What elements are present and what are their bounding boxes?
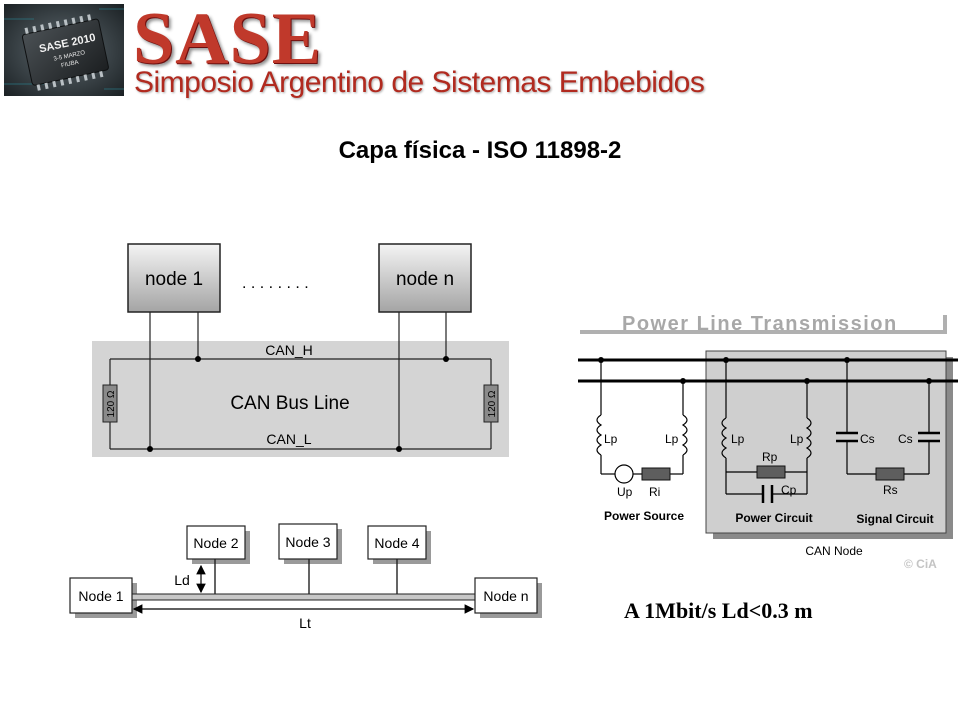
bitrate-note: A 1Mbit/s Ld<0.3 m [624, 598, 813, 623]
can-bus-line-label: CAN Bus Line [230, 393, 349, 414]
topology-node-2-box [186, 525, 246, 560]
power-cp-label: Cp [781, 483, 797, 497]
power-rp-label: Rp [762, 450, 778, 464]
topology-node-1-box [69, 577, 133, 614]
topology-node-3-label: Node 3 [285, 534, 330, 550]
resistor-rs [875, 467, 905, 481]
node-ellipsis: . . . . . . . . [242, 275, 309, 292]
termination-label-left: 120 Ω [106, 390, 117, 417]
ld-label: Ld [174, 572, 190, 588]
can-l-label: CAN_L [266, 431, 311, 447]
source-lp-left-label: Lp [604, 432, 618, 446]
topology-node-1-label: Node 1 [78, 588, 123, 604]
termination-label-right: 120 Ω [487, 390, 498, 417]
lt-label: Lt [299, 615, 311, 631]
signal-rs-label: Rs [883, 483, 898, 497]
topology-node-n-box [474, 577, 538, 614]
node-1-label: node 1 [145, 269, 203, 290]
topology-node-3-box [278, 523, 338, 560]
can-h-label: CAN_H [265, 342, 312, 358]
brand-subtitle: Simposio Argentino de Sistemas Embebidos [134, 66, 705, 99]
topology-node-n-label: Node n [483, 588, 528, 604]
logo-chip-venue: FIUBA [61, 60, 80, 70]
power-circuit-caption: Power Circuit [735, 511, 812, 525]
cia-copyright: © CiA [904, 557, 937, 571]
power-source-caption: Power Source [604, 509, 684, 523]
termination-resistor-left [102, 384, 118, 423]
brand-title: SASE [133, 0, 323, 80]
topology-node-2-label: Node 2 [193, 535, 238, 551]
node-n-label: node n [396, 269, 454, 290]
termination-resistor-right [483, 384, 499, 423]
source-ri-label: Ri [649, 485, 660, 499]
power-lp-right-label: Lp [790, 432, 804, 446]
resistor-ri [641, 467, 671, 481]
node-1-box [127, 243, 221, 313]
source-up-label: Up [617, 485, 633, 499]
power-lp-left-label: Lp [731, 432, 745, 446]
signal-circuit-caption: Signal Circuit [856, 512, 933, 526]
power-line-title: Power Line Transmission [622, 313, 898, 335]
topology-node-4-box [367, 525, 427, 560]
signal-cs-right-label: Cs [898, 432, 913, 446]
source-lp-right-label: Lp [665, 432, 679, 446]
signal-cs-left-label: Cs [860, 432, 875, 446]
node-n-box [378, 243, 472, 313]
bus-panel [92, 341, 509, 457]
slide-title: Capa física - ISO 11898-2 [338, 137, 622, 164]
resistor-rp [756, 465, 786, 479]
can-node-caption: CAN Node [805, 544, 863, 558]
topology-node-4-label: Node 4 [374, 535, 419, 551]
sase-logo-chip-image: SASE 2010 3-5 MARZO FIUBA [4, 4, 124, 96]
